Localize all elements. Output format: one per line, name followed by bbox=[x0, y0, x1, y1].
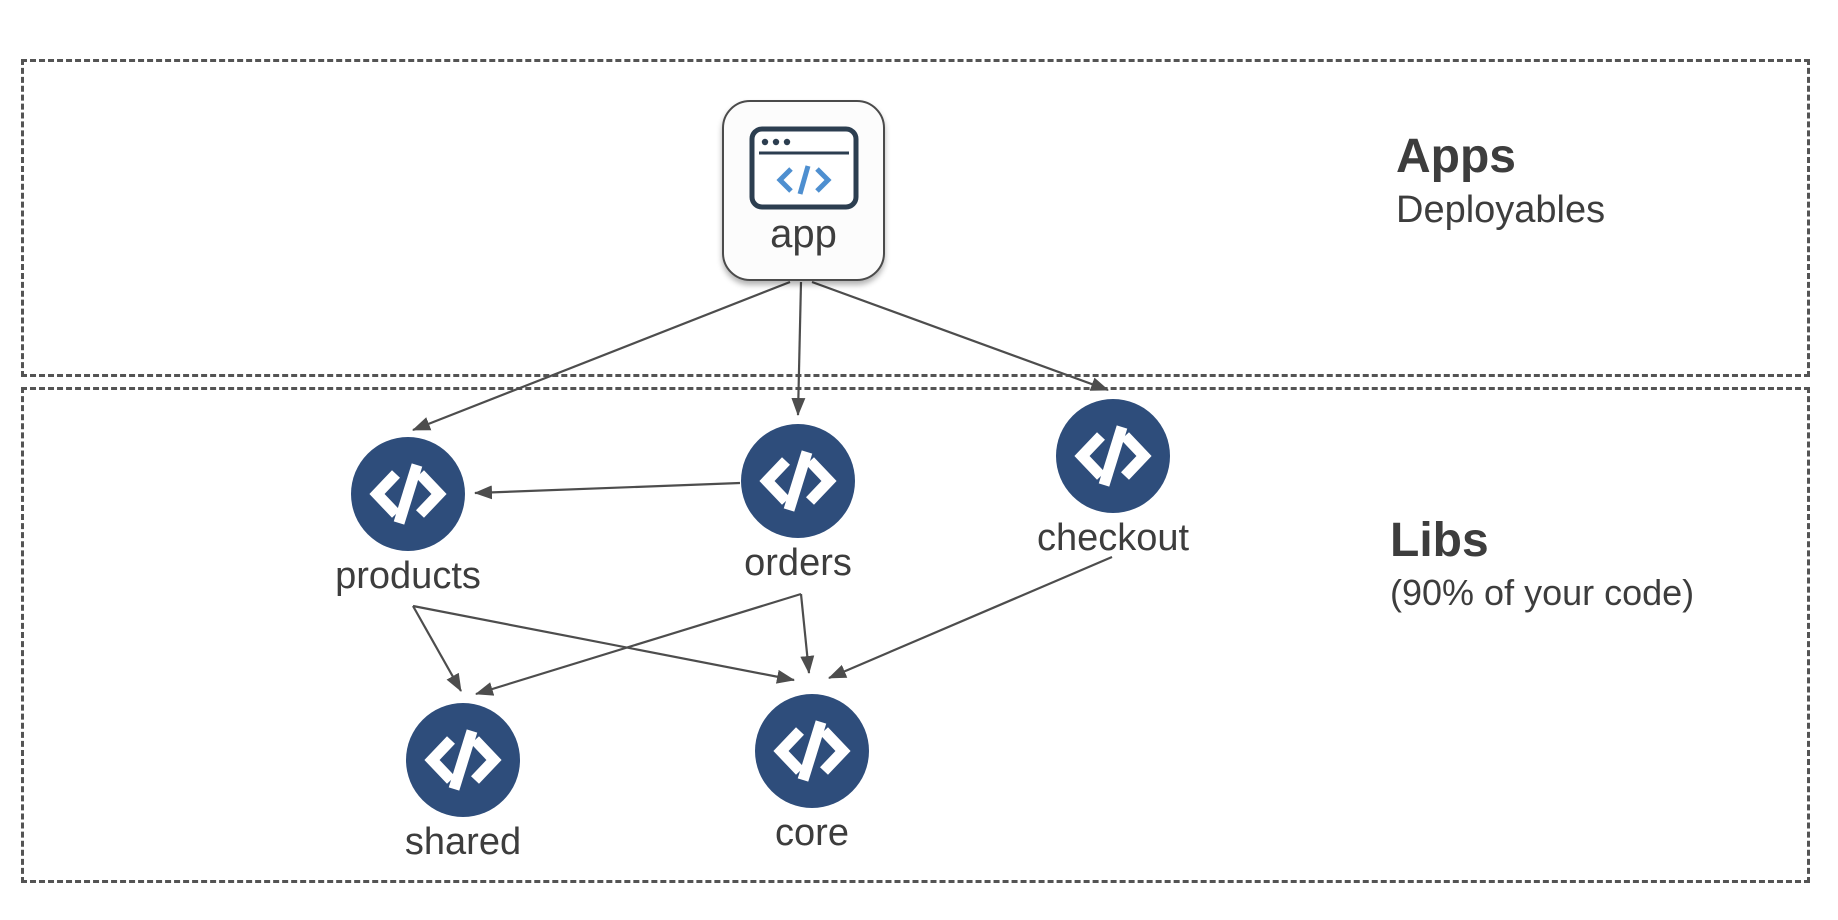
node-core-label: core bbox=[775, 812, 849, 854]
node-shared: shared bbox=[373, 703, 553, 864]
apps-region-subtitle: Deployables bbox=[1396, 188, 1606, 231]
node-app-label: app bbox=[770, 212, 837, 256]
code-icon bbox=[755, 694, 869, 808]
node-core: core bbox=[722, 694, 902, 855]
browser-code-icon bbox=[749, 126, 858, 210]
apps-region-title: Apps bbox=[1396, 130, 1516, 183]
code-icon bbox=[1056, 399, 1170, 513]
node-app: app bbox=[722, 100, 885, 281]
apps-region-label: Apps Deployables bbox=[1396, 128, 1605, 235]
node-orders: orders bbox=[708, 424, 888, 585]
code-icon bbox=[406, 703, 520, 817]
libs-region-subtitle: (90% of your code) bbox=[1390, 571, 1695, 613]
libs-region-title: Libs bbox=[1390, 514, 1489, 567]
node-products: products bbox=[318, 437, 498, 598]
libs-region-label: Libs (90% of your code) bbox=[1390, 512, 1694, 616]
node-products-label: products bbox=[335, 555, 481, 597]
code-icon bbox=[351, 437, 465, 551]
libs-region-box bbox=[21, 387, 1810, 883]
node-checkout-label: checkout bbox=[1036, 517, 1190, 559]
code-icon bbox=[741, 424, 855, 538]
node-shared-label: shared bbox=[404, 821, 522, 863]
node-checkout: checkout bbox=[1023, 399, 1203, 560]
node-orders-label: orders bbox=[744, 542, 852, 584]
